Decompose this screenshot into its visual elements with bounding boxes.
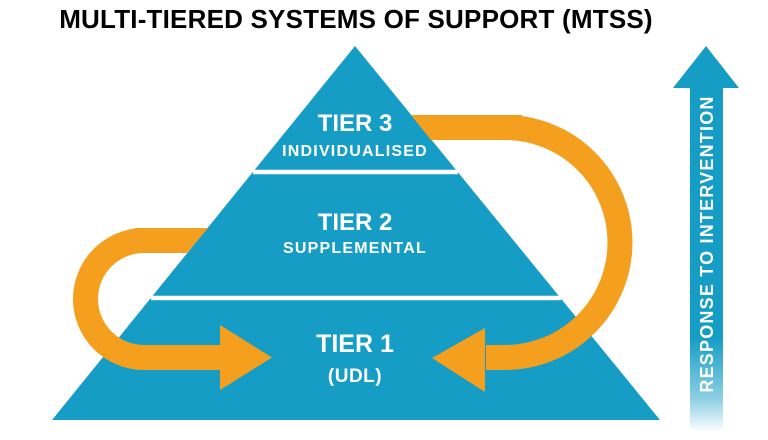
loop-arrow-left-curve — [73, 228, 224, 370]
tier1-name: TIER 1 — [316, 330, 394, 358]
rti-arrow-label: RESPONSE TO INTERVENTION — [697, 95, 717, 392]
tier3-name: TIER 3 — [318, 110, 393, 137]
loop-arrow-right — [411, 115, 633, 392]
tier2-name: TIER 2 — [318, 209, 393, 236]
loop-arrow-right-curve — [486, 115, 633, 370]
tier1-label: (UDL) — [328, 366, 382, 387]
tier3-label: INDIVIDUALISED — [282, 143, 428, 160]
pyramid-shape — [52, 46, 660, 420]
loop-arrow-right-tail — [411, 115, 522, 140]
diagram-title: MULTI-TIERED SYSTEMS OF SUPPORT (MTSS) — [59, 4, 653, 34]
loop-arrow-left — [73, 228, 272, 390]
rti-arrow: RESPONSE TO INTERVENTION — [673, 46, 739, 430]
loop-arrow-left-arrowhead-icon — [220, 325, 272, 390]
rti-up-arrow-icon — [673, 46, 739, 430]
loop-arrow-right-arrowhead-icon — [432, 328, 485, 392]
tier2-label: SUPPLEMENTAL — [283, 240, 427, 257]
